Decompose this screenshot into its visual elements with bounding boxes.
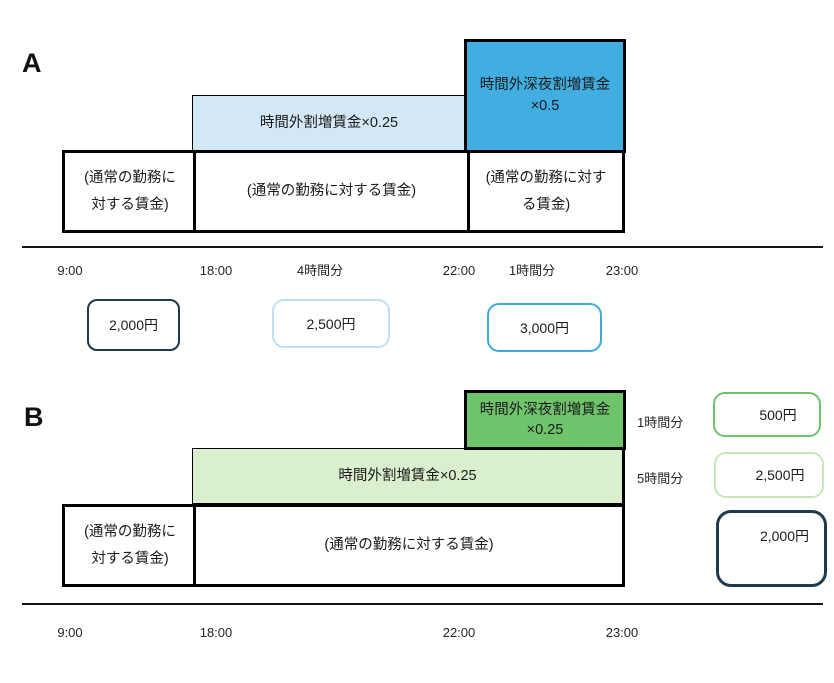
b-row-divider-1800 [193,507,196,584]
a-price-night-badge: 3,000円 [487,303,602,352]
b-night-overtime-premium-line1: 時間外深夜割増賃金 [479,402,611,418]
a-night-overtime-premium-box: 時間外深夜割増賃金 ×0.5 [464,39,626,153]
b-duration-5h-label: 5時間分 [637,471,684,486]
b-time-axis [22,603,823,605]
a-duration-4h-label: 4時間分 [296,263,344,278]
b-price-overtime-value: 2,500円 [755,467,805,483]
b-tick-22:00: 22:00 [442,625,476,640]
b-tick-23:00: 23:00 [605,625,639,640]
a-price-overtime-value: 2,500円 [306,315,356,332]
b-price-regular-value: 2,000円 [759,528,810,544]
a-night-overtime-premium-line1: 時間外深夜割増賃金 [479,77,611,93]
section-a-label: A [22,48,42,78]
a-row-divider-1800 [193,153,196,230]
a-tick-22:00: 22:00 [442,263,476,278]
a-duration-1h-label: 1時間分 [508,263,556,278]
b-regular-wage-left-line1: (通常の勤務に [84,523,176,540]
a-night-overtime-premium-line2: ×0.5 [530,98,560,114]
a-regular-wage-row: (通常の勤務に 対する賃金) (通常の勤務に対する賃金) (通常の勤務に対す る… [62,150,625,233]
a-regular-wage-right-line2: る賃金) [521,196,571,213]
section-b-label: B [24,402,44,432]
a-overtime-premium-label: 時間外割増賃金×0.25 [259,115,399,131]
b-price-night-badge: 500円 [713,392,821,437]
b-tick-9:00: 9:00 [57,625,83,640]
b-duration-1h-label: 1時間分 [637,415,684,430]
a-regular-wage-mid-cell: (通常の勤務に対する賃金) [196,153,467,230]
a-price-regular-badge: 2,000円 [87,299,180,351]
a-price-overtime-badge: 2,500円 [272,299,390,348]
b-price-overtime-badge: 2,500円 [714,452,824,498]
a-tick-18:00: 18:00 [199,263,233,278]
b-regular-wage-left-line2: 対する賃金) [91,550,169,567]
b-price-regular-badge: 2,000円 [716,510,827,587]
a-tick-23:00: 23:00 [605,263,639,278]
a-tick-9:00: 9:00 [57,263,83,278]
b-regular-wage-row: (通常の勤務に 対する賃金) (通常の勤務に対する賃金) [62,504,625,587]
b-night-overtime-premium-line2: ×0.25 [526,422,564,438]
a-regular-wage-mid-label: (通常の勤務に対する賃金) [246,183,417,199]
b-tick-18:00: 18:00 [199,625,233,640]
b-price-night-value: 500円 [759,406,797,423]
b-overtime-premium-label: 時間外割増賃金×0.25 [338,467,477,484]
b-regular-wage-left-cell: (通常の勤務に 対する賃金) [65,507,195,584]
a-overtime-premium-box: 時間外割増賃金×0.25 [192,95,466,152]
a-price-regular-value: 2,000円 [108,317,159,333]
b-overtime-premium-box: 時間外割増賃金×0.25 [192,448,625,504]
b-night-overtime-premium-box: 時間外深夜割増賃金 ×0.25 [464,390,626,450]
a-regular-wage-right-cell: (通常の勤務に対す る賃金) [470,153,622,230]
b-regular-wage-mid-cell: (通常の勤務に対する賃金) [196,507,622,584]
b-regular-wage-mid-label: (通常の勤務に対する賃金) [324,537,494,553]
a-regular-wage-left-cell: (通常の勤務に 対する賃金) [65,153,195,230]
a-regular-wage-left-line1: (通常の勤務に [84,169,176,186]
a-time-axis [22,246,823,248]
a-regular-wage-left-line2: 対する賃金) [91,196,169,213]
a-regular-wage-right-line1: (通常の勤務に対す [485,169,607,186]
a-row-divider-2200 [467,153,470,230]
a-price-night-value: 3,000円 [519,319,570,336]
